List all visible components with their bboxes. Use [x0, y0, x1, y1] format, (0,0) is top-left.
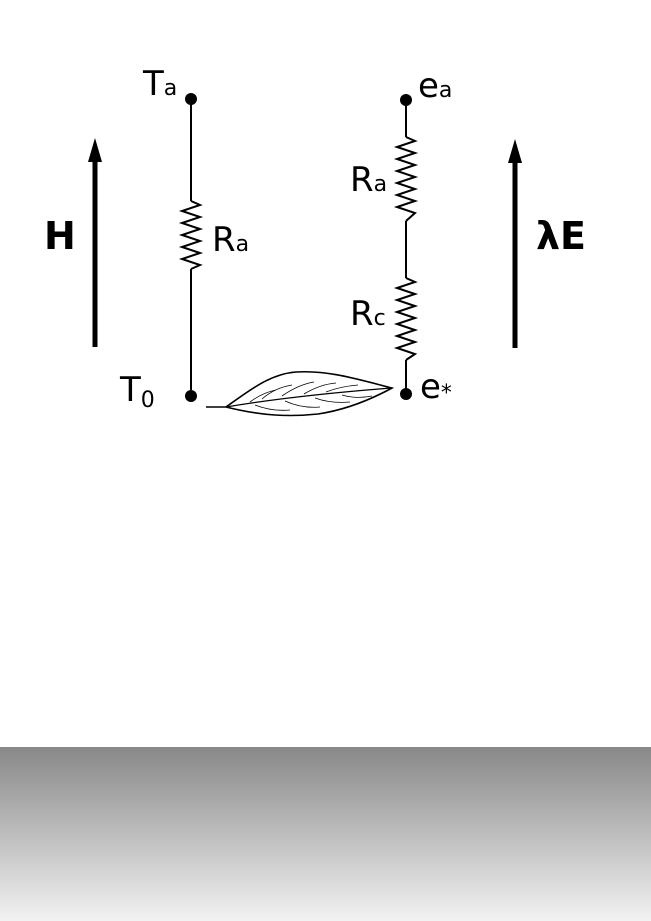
node-label-saturated-vapour-pressure: e*	[420, 367, 452, 407]
node-surface-temperature	[185, 390, 197, 402]
node-saturated-vapour-pressure	[400, 388, 412, 400]
latent-heat-label: λE	[536, 214, 586, 258]
node-label-air-vapour-pressure: ea	[418, 66, 452, 106]
node-air-vapour-pressure	[400, 94, 412, 106]
arrow-up-icon	[508, 139, 522, 163]
resistor-icon	[393, 277, 419, 361]
arrow-up-icon	[88, 138, 102, 162]
resistor-icon	[178, 200, 204, 270]
resistor-label-vapour-rc: Rc	[350, 294, 386, 334]
resistor-label-vapour-ra: Ra	[350, 160, 387, 200]
node-label-surface-temperature: T0	[119, 370, 155, 413]
footer-gradient-band	[0, 747, 651, 921]
heat-circuit	[178, 93, 204, 402]
sensible-heat-arrow	[88, 138, 102, 347]
resistor-icon	[393, 136, 419, 222]
node-label-air-temperature: Ta	[142, 64, 177, 104]
vapour-circuit	[393, 94, 419, 400]
latent-heat-arrow	[508, 139, 522, 348]
leaf-icon	[206, 370, 395, 417]
node-air-temperature	[185, 93, 197, 105]
resistor-label-heat-ra: Ra	[212, 220, 249, 260]
sensible-heat-label: H	[44, 214, 76, 258]
